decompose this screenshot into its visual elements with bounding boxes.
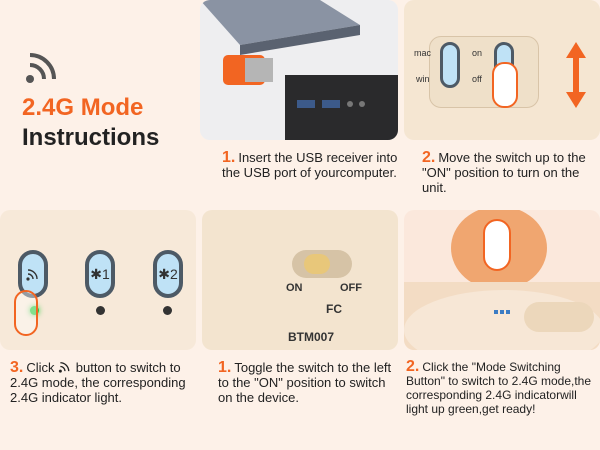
power-switch-panel: mac win on off — [404, 0, 600, 140]
device-switch-panel: ON OFF FC BTM007 — [202, 210, 398, 350]
mode-buttons-panel: ✱1 ✱2 — [0, 210, 196, 350]
step2-number: 2. — [422, 149, 436, 166]
bluetooth2-button[interactable]: ✱2 — [153, 250, 183, 298]
step3-text-after: button to switch to 2.4G mode, the corre… — [10, 360, 186, 405]
usb-receiver-panel — [200, 0, 398, 140]
step3-text-before: Click — [26, 360, 55, 375]
step4-caption: 1.Toggle the switch to the left to the "… — [218, 359, 398, 406]
wifi-signal-icon — [24, 45, 64, 85]
switch-label-off: off — [472, 74, 482, 84]
hand-pointer-icon — [14, 290, 38, 336]
step5-caption: 2.Click the "Mode Switching Button" to s… — [406, 358, 600, 417]
step2-text: Move the switch up to the "ON" position … — [422, 150, 586, 195]
indicator-bt1 — [96, 306, 105, 315]
step1-number: 1. — [222, 149, 236, 166]
step4-text: Toggle the switch to the left to the "ON… — [218, 360, 392, 405]
step5-text: Click the "Mode Switching Button" to swi… — [406, 360, 592, 416]
title-line1: 2.4G Mode — [22, 94, 144, 121]
switch-label-win: win — [416, 74, 430, 84]
page-title: 2.4G Mode Instructions — [22, 93, 159, 153]
device-toggle[interactable] — [304, 254, 330, 274]
step4-number: 1. — [218, 359, 232, 376]
switch-label-mac: mac — [414, 48, 432, 58]
cert-mark: FC — [326, 302, 342, 316]
step5-number: 2. — [406, 358, 420, 375]
up-down-arrow-icon — [564, 40, 588, 115]
wifi-icon — [26, 269, 38, 281]
step3-number: 3. — [10, 359, 24, 376]
indicator-bt2 — [163, 306, 172, 315]
switch-label-on: on — [472, 48, 483, 58]
usb-illustration — [200, 0, 398, 140]
step3-caption: 3.Click button to switch to 2.4G mode, t… — [10, 359, 198, 406]
device-label-on: ON — [286, 282, 303, 294]
mouse-panel — [404, 210, 600, 350]
step2-caption: 2.Move the switch up to the "ON" positio… — [422, 149, 597, 196]
device-label-off: OFF — [340, 282, 362, 294]
bluetooth1-button[interactable]: ✱1 — [85, 250, 115, 298]
model-number: BTM007 — [288, 330, 335, 344]
indicator-24g — [30, 306, 39, 315]
step1-text: Insert the USB receiver into the USB por… — [222, 150, 398, 180]
hand-pointer-icon — [492, 62, 518, 108]
wifi-inline-icon — [59, 362, 70, 373]
mouse-illustration — [404, 210, 600, 350]
title-line2: Instructions — [22, 124, 160, 151]
step1-caption: 1.Insert the USB receiver into the USB p… — [222, 149, 400, 181]
os-toggle[interactable] — [440, 42, 460, 88]
